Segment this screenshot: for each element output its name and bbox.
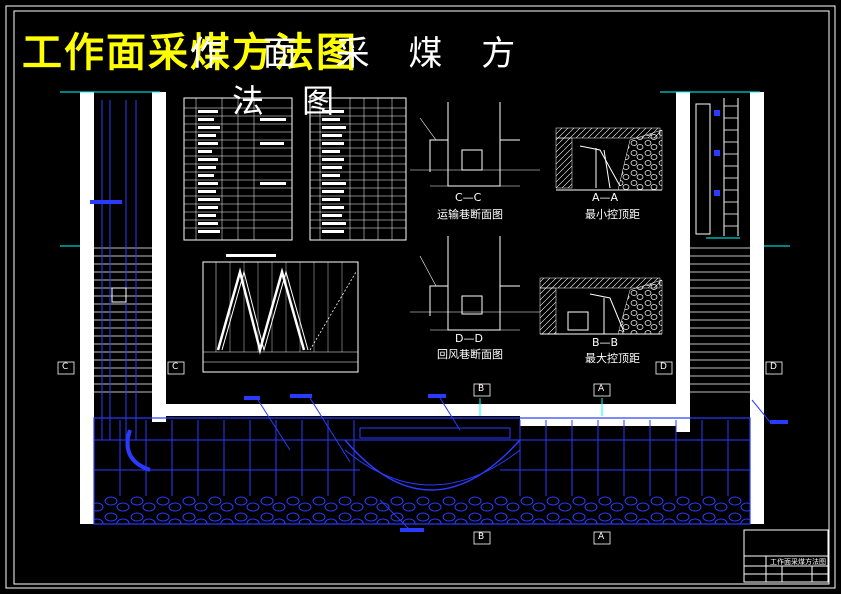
section-cc-mark: C—C xyxy=(455,191,482,204)
section-bb-drawing xyxy=(539,277,663,335)
section-bb-caption: 最大控顶距 xyxy=(585,352,640,365)
section-dd-drawing xyxy=(410,236,540,331)
section-dd-mark: D—D xyxy=(455,332,483,345)
main-title: 工作面采煤方法图 xyxy=(22,30,358,76)
left-roadway xyxy=(80,91,166,524)
section-aa-drawing xyxy=(555,127,663,191)
overlay-title-line1: 作 面 采 煤 方 xyxy=(190,34,530,74)
leader-labels xyxy=(94,200,788,532)
cut-marker-c-right: C xyxy=(172,362,179,372)
inner-frame xyxy=(13,10,830,585)
section-cc-caption: 运输巷断面图 xyxy=(437,208,503,221)
cut-marker-b-top: B xyxy=(478,384,485,394)
title-block-drawing-name: 工作面采煤方法图 xyxy=(770,558,826,566)
section-dd-caption: 回风巷断面图 xyxy=(437,348,503,361)
cut-marker-b-bottom: B xyxy=(478,532,485,542)
section-cc-drawing xyxy=(410,102,540,187)
cut-marker-boxes xyxy=(57,361,783,545)
cut-marker-d-left: D xyxy=(660,362,667,372)
overlay-title-line2: 法 图 xyxy=(232,82,349,120)
section-aa-mark: A—A xyxy=(592,191,619,204)
face-bottom-wall xyxy=(152,404,690,416)
material-table xyxy=(309,97,407,241)
section-bb-mark: B—B xyxy=(592,336,619,349)
title-block xyxy=(743,529,829,583)
longwall-face-supports xyxy=(93,417,751,525)
outer-frame xyxy=(5,5,836,589)
cycle-operation-diagram xyxy=(202,254,359,373)
equipment-table xyxy=(183,97,293,241)
section-aa-caption: 最小控顶距 xyxy=(585,208,640,221)
cut-marker-a-bottom: A xyxy=(598,532,605,542)
cut-marker-d-right: D xyxy=(770,362,777,372)
cut-marker-a-top: A xyxy=(598,384,605,394)
cut-marker-c-left: C xyxy=(62,362,69,372)
right-roadway xyxy=(676,91,764,524)
